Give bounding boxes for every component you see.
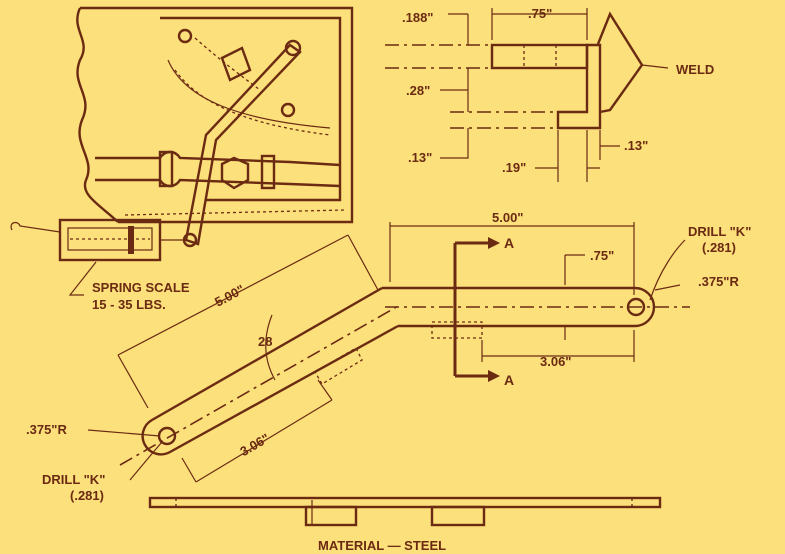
dim-75-mid-line — [564, 254, 585, 340]
case-outline — [160, 16, 342, 202]
angled-arm — [141, 286, 399, 456]
horizontal-arm — [382, 286, 656, 328]
spring-scale-leader — [68, 261, 97, 296]
upper-rivets — [194, 37, 261, 91]
dim-306-diag-line — [181, 379, 333, 483]
dim-188: .188" — [402, 10, 433, 25]
side-elevation — [148, 496, 662, 527]
weld-label: WELD — [676, 62, 714, 77]
material-label: MATERIAL — STEEL — [318, 538, 446, 553]
weld-leader — [641, 64, 669, 69]
tab-angled — [314, 347, 363, 385]
drill-k-right-size: (.281) — [702, 240, 736, 255]
dim-500-top: 5.00" — [492, 210, 523, 225]
scale-window — [67, 227, 153, 251]
scale-hook — [10, 221, 61, 233]
angle-28: 28 — [258, 334, 272, 349]
bolt-top — [177, 28, 193, 44]
dim-13-right: .13" — [624, 138, 648, 153]
bolt-mid — [280, 102, 296, 118]
inset-frame — [80, 6, 354, 224]
drill-k-right-leader — [649, 239, 686, 301]
dim-306-diag: 3.06" — [237, 430, 272, 459]
dim-306-right-line — [481, 330, 635, 362]
bottom-rivets — [124, 209, 346, 216]
installation-inset — [76, 6, 354, 248]
r375-left: .375"R — [26, 422, 67, 437]
bracket — [220, 46, 252, 82]
drill-k-left-leader — [129, 441, 163, 481]
shaft-collar-left — [158, 150, 174, 188]
upper-bar — [490, 43, 589, 70]
section-cut — [453, 241, 490, 378]
section-a-top: A — [504, 235, 514, 251]
angle-arc — [265, 314, 276, 381]
dim-75-mid: .75" — [590, 248, 614, 263]
inset-torn-edge — [76, 7, 119, 223]
dim-500-diag-line — [117, 234, 379, 409]
dim-13-right-line — [599, 130, 620, 160]
tab-horizontal — [431, 321, 483, 339]
shift-lever — [184, 43, 302, 246]
r375-right-leader — [654, 284, 681, 291]
scale-pointer — [128, 226, 134, 254]
section-arrowheads — [488, 237, 500, 382]
dim-19-line — [535, 130, 600, 182]
lever-pivot — [284, 39, 302, 57]
r375-left-leader — [87, 429, 161, 437]
dim-500-top-line — [389, 222, 635, 295]
drill-k-left-size: (.281) — [70, 488, 104, 503]
shaft-bottom — [95, 178, 341, 188]
drill-k-left: DRILL "K" — [42, 472, 105, 487]
shaft-nut — [220, 156, 250, 190]
scale-body — [58, 218, 162, 262]
section-a-bottom: A — [504, 372, 514, 388]
spring-scale-label: SPRING SCALE — [92, 280, 190, 295]
dim-306-right: 3.06" — [540, 354, 571, 369]
upper-bar-hidden — [523, 45, 557, 68]
weld-arrow — [596, 11, 644, 114]
spring-scale — [10, 218, 188, 262]
elevation-tab-left — [304, 505, 358, 527]
elevation-tab-right — [430, 505, 486, 527]
case-contour — [167, 59, 331, 129]
r375-right: .375"R — [698, 274, 739, 289]
drill-k-right: DRILL "K" — [688, 224, 751, 239]
shaft-top — [95, 150, 341, 167]
dim-500-diag: 5.00" — [212, 282, 247, 310]
section-view — [385, 8, 669, 182]
dim-19: .19" — [502, 160, 526, 175]
elevation-bar — [148, 496, 662, 509]
dim-75-top: .75" — [528, 6, 552, 21]
dim-13-left: .13" — [408, 150, 432, 165]
lever-plan-view — [87, 222, 690, 483]
case-rivets — [174, 69, 331, 136]
spring-scale-range: 15 - 35 LBS. — [92, 297, 166, 312]
vertical-plate — [556, 43, 602, 130]
dim-28-in: .28" — [406, 83, 430, 98]
dim-13-left-line — [440, 128, 469, 159]
dim-75-top-line — [491, 8, 588, 40]
shaft-collar-right — [260, 154, 276, 190]
elevation-hidden — [175, 498, 633, 507]
